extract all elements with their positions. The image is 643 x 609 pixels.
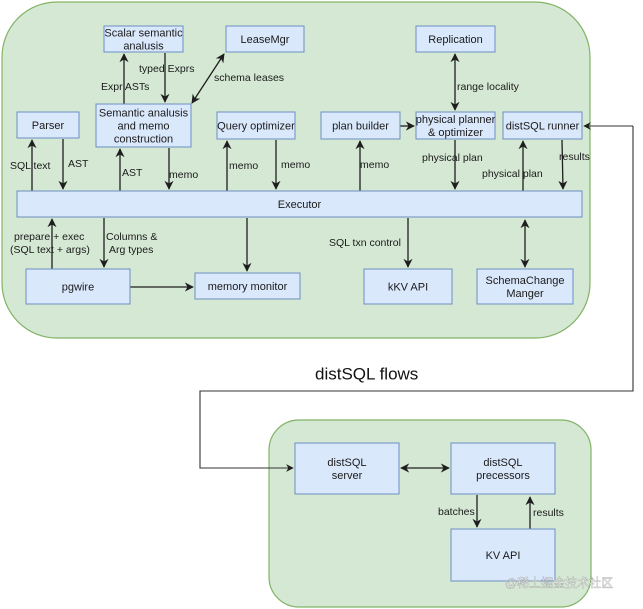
label-memo-qo-up: memo [229, 160, 258, 172]
label-sql-text: SQL text [10, 160, 51, 172]
label-prepare-exec-1: prepare + exec [14, 231, 84, 243]
node-distsql-runner: distSQL runner [502, 111, 583, 140]
node-kv-api: KV API [450, 528, 556, 582]
label-memo-plan-builder: memo [360, 159, 389, 171]
node-label: Parser [32, 120, 65, 132]
node-label: and memo [118, 120, 170, 132]
node-box [450, 442, 556, 495]
label-physical-plan-up: physical plan [482, 168, 543, 180]
node-label: plan builder [332, 120, 389, 132]
node-box [225, 25, 305, 53]
node-label: Scalar semantic [104, 27, 183, 39]
label-schema-leases: schema leases [214, 72, 284, 84]
label-results-runner: results [559, 151, 590, 163]
node-box [363, 268, 453, 305]
node-label: distSQL [483, 457, 522, 469]
node-label: Executor [278, 199, 322, 211]
distsql-flows-title: distSQL flows [315, 364, 418, 383]
node-label: & optimizer [428, 127, 483, 139]
node-box [103, 25, 184, 53]
node-label: server [332, 470, 363, 482]
node-memory-monitor: memory monitor [194, 272, 301, 300]
edge-labels: typed Exprs Expr ASTs schema leases rang… [10, 63, 590, 519]
node-label: Manger [506, 288, 544, 300]
node-label: distSQL [327, 457, 366, 469]
node-box [320, 111, 401, 140]
node-label: analusis [123, 40, 164, 52]
label-prepare-exec-2: (SQL text + args) [10, 244, 90, 256]
node-label: pgwire [62, 281, 94, 293]
node-box [476, 268, 574, 305]
node-box [16, 190, 583, 218]
label-columns-2: Arg types [109, 244, 153, 256]
node-box [294, 442, 400, 495]
node-box [194, 272, 301, 300]
node-label: memory monitor [208, 281, 288, 293]
node-box [502, 111, 583, 140]
node-box [415, 111, 496, 140]
node-label: KV API [486, 550, 521, 562]
label-ast-parser: AST [68, 158, 89, 170]
node-query-optimizer: Query optimizer [216, 111, 296, 140]
distsql-flow-connector-right [199, 126, 634, 472]
node-label: LeaseMgr [241, 34, 290, 46]
label-columns-1: Columns & [106, 231, 157, 243]
node-parser: Parser [16, 111, 80, 139]
label-ast-semantic: AST [122, 167, 143, 179]
watermark: @稀土掘金技术社区 [505, 575, 613, 590]
node-label: Query optimizer [217, 120, 295, 132]
node-plan-builder: plan builder [320, 111, 401, 140]
label-typed-exprs: typed Exprs [139, 63, 194, 75]
node-box [216, 111, 296, 140]
node-executor: Executor [16, 190, 583, 218]
node-label: construction [114, 133, 173, 145]
label-range-locality: range locality [457, 81, 520, 93]
label-expr-asts: Expr ASTs [101, 81, 149, 93]
label-batches: batches [438, 506, 475, 518]
node-box [450, 528, 556, 582]
node-box [16, 111, 80, 139]
node-label: SchemaChange [486, 275, 565, 287]
node-replication: Replication [415, 25, 496, 53]
node-pgwire: pgwire [25, 268, 131, 305]
node-kkv-api: kKV API [363, 268, 453, 305]
node-box [25, 268, 131, 305]
label-memo-semantic: memo [169, 169, 198, 181]
node-label: Semantic analusis [99, 107, 189, 119]
edge-results-runner [558, 139, 568, 190]
node-lease-mgr: LeaseMgr [225, 25, 305, 53]
label-memo-qo-down: memo [281, 159, 310, 171]
node-label: distSQL runner [506, 120, 580, 132]
node-label: physical planner [416, 114, 496, 126]
node-label: kKV API [388, 281, 428, 293]
sql-layer-container [1, 1, 591, 339]
node-box [95, 103, 192, 148]
node-box [415, 25, 496, 53]
node-physical-planner: physical planner& optimizer [415, 111, 496, 140]
node-label: precessors [476, 470, 530, 482]
node-label: Replication [428, 34, 482, 46]
label-physical-plan-down: physical plan [422, 152, 483, 164]
label-results-kv: results [533, 507, 564, 519]
edge-schema-leases [191, 53, 225, 104]
label-sql-txn-control: SQL txn control [329, 237, 401, 249]
